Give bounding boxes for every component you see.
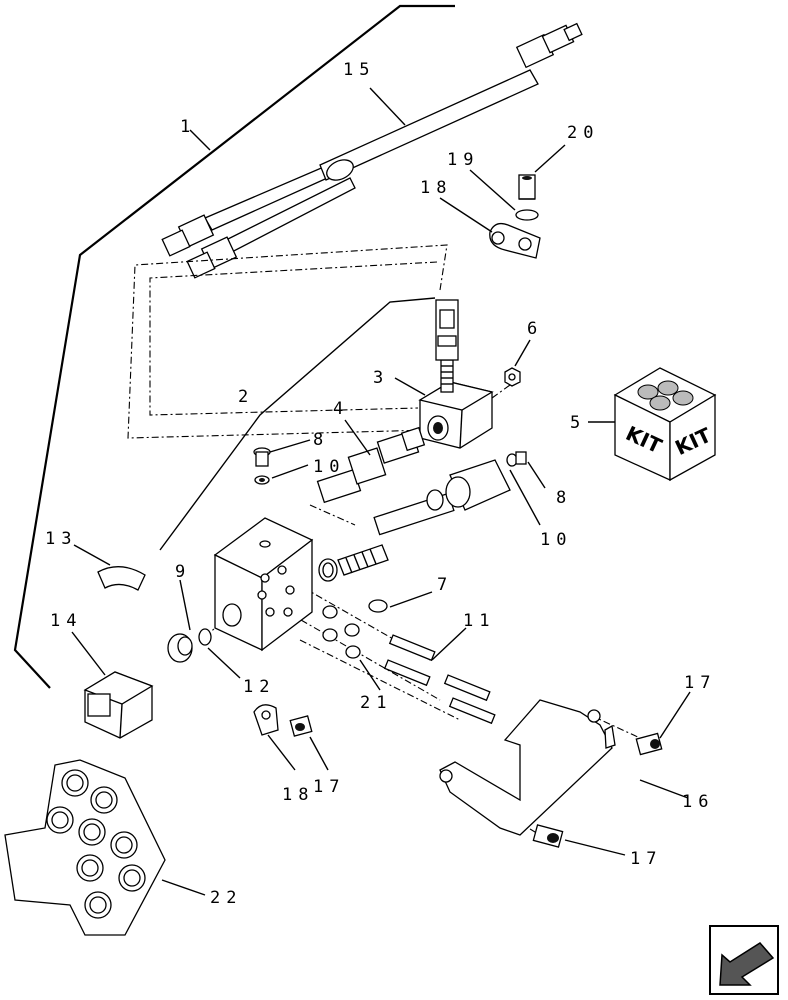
callout-13: 13 bbox=[45, 529, 77, 549]
clamp-screw-assembly bbox=[489, 174, 541, 259]
callout-15: 15 bbox=[343, 60, 375, 80]
wire-harness bbox=[161, 22, 583, 279]
clamp-screw-lower bbox=[253, 704, 313, 737]
callout-18-upper: 18 bbox=[420, 178, 452, 198]
mounting-bracket bbox=[439, 699, 616, 836]
callout-11: 11 bbox=[463, 611, 495, 631]
plug bbox=[167, 628, 212, 663]
callout-10-upper: 10 bbox=[313, 457, 345, 477]
callout-12: 12 bbox=[243, 677, 275, 697]
rocker-switch bbox=[83, 671, 154, 739]
nut bbox=[504, 367, 521, 387]
callout-17-right: 17 bbox=[684, 673, 716, 693]
control-panel bbox=[4, 759, 166, 936]
solenoid-coil bbox=[418, 299, 494, 449]
arrow-down-left-icon bbox=[719, 942, 775, 986]
leader-1 bbox=[13, 4, 455, 689]
callout-1: 1 bbox=[180, 117, 196, 137]
callout-16: 16 bbox=[682, 792, 714, 812]
kit-box: KIT KIT bbox=[613, 367, 717, 482]
valve-body bbox=[213, 517, 314, 652]
callout-18-lower: 18 bbox=[282, 785, 314, 805]
callout-7: 7 bbox=[437, 575, 453, 595]
callout-22: 22 bbox=[210, 888, 242, 908]
o-rings bbox=[322, 599, 388, 659]
clamp bbox=[97, 566, 146, 591]
callout-19: 19 bbox=[447, 150, 479, 170]
callout-labels: 1 2 3 4 5 6 7 8 8 9 10 10 11 12 13 14 15… bbox=[45, 60, 716, 908]
bolts bbox=[383, 634, 496, 725]
callout-14: 14 bbox=[50, 611, 82, 631]
screw-washer-right bbox=[506, 451, 527, 467]
callout-8-right: 8 bbox=[556, 488, 572, 508]
callout-6: 6 bbox=[527, 319, 543, 339]
callout-8-upper: 8 bbox=[313, 430, 329, 450]
spool-spring-housing bbox=[318, 459, 511, 582]
callout-3: 3 bbox=[373, 368, 389, 388]
callout-17-bottom: 17 bbox=[630, 849, 662, 869]
screw-washer-upper bbox=[253, 447, 271, 485]
callout-4: 4 bbox=[333, 399, 349, 419]
callout-5: 5 bbox=[570, 413, 586, 433]
navigation-button[interactable] bbox=[709, 925, 779, 995]
callout-17-lower: 17 bbox=[313, 777, 345, 797]
callout-9: 9 bbox=[175, 562, 191, 582]
callout-2: 2 bbox=[238, 387, 254, 407]
callout-21: 21 bbox=[360, 693, 392, 713]
callout-20: 20 bbox=[567, 123, 599, 143]
valve-cartridge bbox=[316, 426, 426, 504]
screw-lower bbox=[532, 824, 564, 848]
screw-right bbox=[635, 732, 663, 756]
control-buttons bbox=[46, 769, 146, 919]
callout-10-right: 10 bbox=[540, 530, 572, 550]
